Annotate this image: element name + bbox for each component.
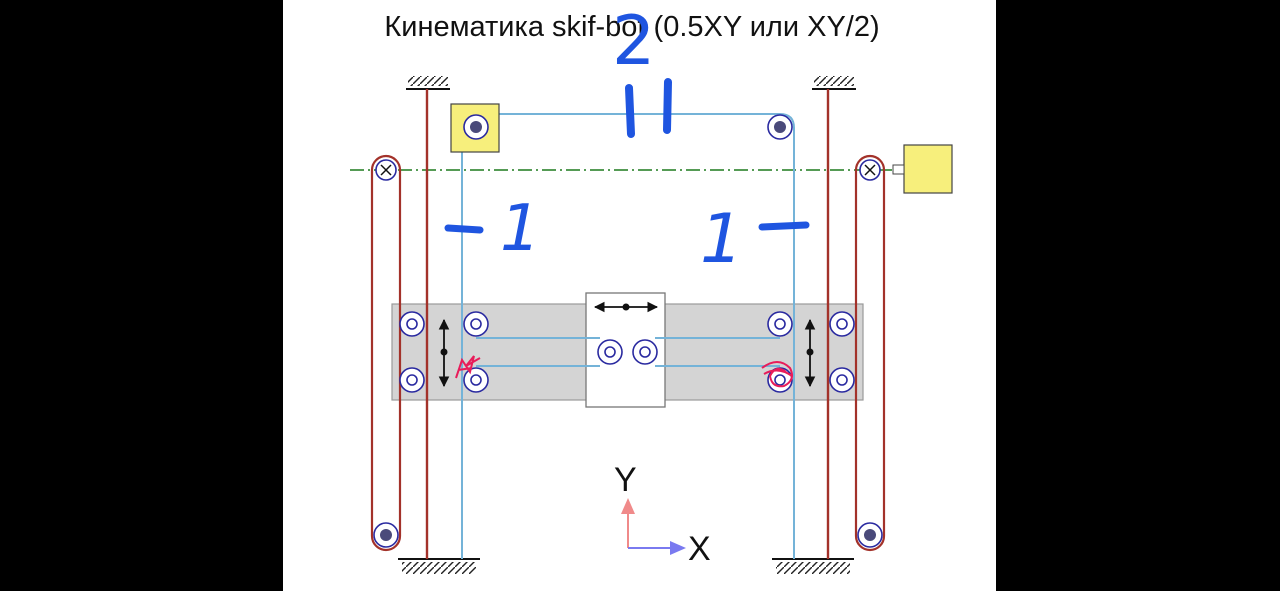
pulley-motor-top-left [463, 114, 489, 140]
diagram-title: Кинематика skif-bot (0.5XY или XY/2) [384, 11, 879, 43]
frame-anchor-bottom-left [398, 558, 480, 574]
idler-gantry-left-bottom-inner [463, 367, 489, 393]
carriage-x-motion-arrow [593, 301, 659, 313]
left-y-belt-loop [370, 154, 402, 552]
y-axis-label: Y [614, 461, 637, 499]
pulley-shaft-right [859, 159, 881, 181]
frame-anchor-top-right [812, 76, 856, 90]
handwritten-minus-right [758, 221, 810, 231]
idler-gantry-right-top-outer [829, 311, 855, 337]
right-motor [892, 144, 953, 194]
handwritten-number-right: 1 [700, 200, 743, 279]
core-belt [461, 113, 795, 559]
handwritten-number-top: 2 [612, 2, 655, 81]
pulley-top-right [767, 114, 793, 140]
pulley-bottom-left [373, 522, 399, 548]
idler-gantry-right-top-inner [767, 311, 793, 337]
handwritten-minus-left [444, 224, 484, 234]
x-axis-label: X [688, 530, 711, 568]
frame-anchor-bottom-right [772, 558, 854, 574]
idler-gantry-left-top-outer [399, 311, 425, 337]
handwritten-number-left: 1 [500, 192, 541, 266]
handwritten-annotations: 2 1 1 [444, 2, 810, 279]
pulley-shaft-left [375, 159, 397, 181]
idler-gantry-left-top-inner [463, 311, 489, 337]
idler-gantry-left-bottom-outer [399, 367, 425, 393]
gantry-y-motion-arrow-right [804, 318, 816, 388]
red-scribble-right [761, 361, 793, 388]
coordinate-axes: Y X [614, 461, 711, 568]
right-black-bar [996, 0, 1280, 591]
left-black-bar [0, 0, 283, 591]
idler-carriage-left [597, 339, 623, 365]
red-scribble-left [455, 355, 481, 379]
idler-gantry-right-bottom-outer [829, 367, 855, 393]
gantry-y-motion-arrow-left [438, 318, 450, 388]
right-y-belt-loop [854, 154, 886, 552]
pulley-bottom-right [857, 522, 883, 548]
handwritten-equals-sign [625, 78, 672, 138]
idler-carriage-right [632, 339, 658, 365]
